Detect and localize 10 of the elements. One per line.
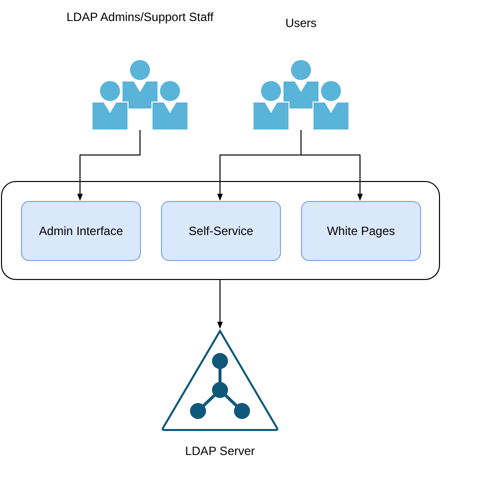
container-box	[1, 181, 440, 280]
module-box: White Pages	[301, 201, 421, 261]
group-label: LDAP Admins/Support Staff	[66, 10, 214, 25]
module-box: Admin Interface	[21, 201, 141, 261]
module-box: Self-Service	[161, 201, 281, 261]
group-label: Users	[284, 16, 318, 31]
arrow	[77, 130, 140, 201]
arrow	[300, 130, 363, 201]
arrow	[217, 280, 223, 329]
node-label: LDAP Server	[184, 444, 256, 459]
